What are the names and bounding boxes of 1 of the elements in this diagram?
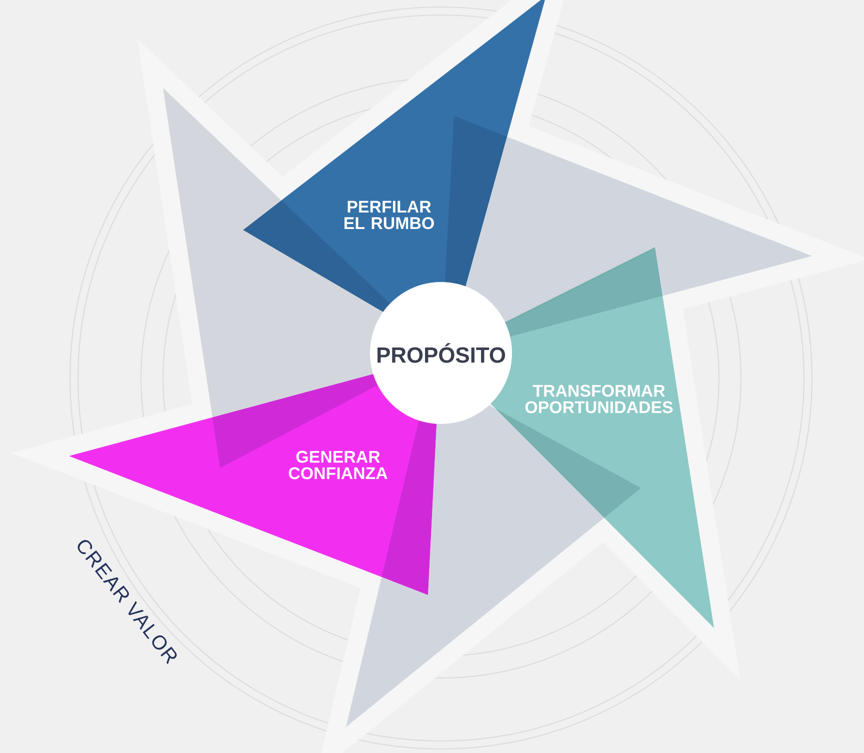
triangle-blade	[465, 136, 812, 323]
